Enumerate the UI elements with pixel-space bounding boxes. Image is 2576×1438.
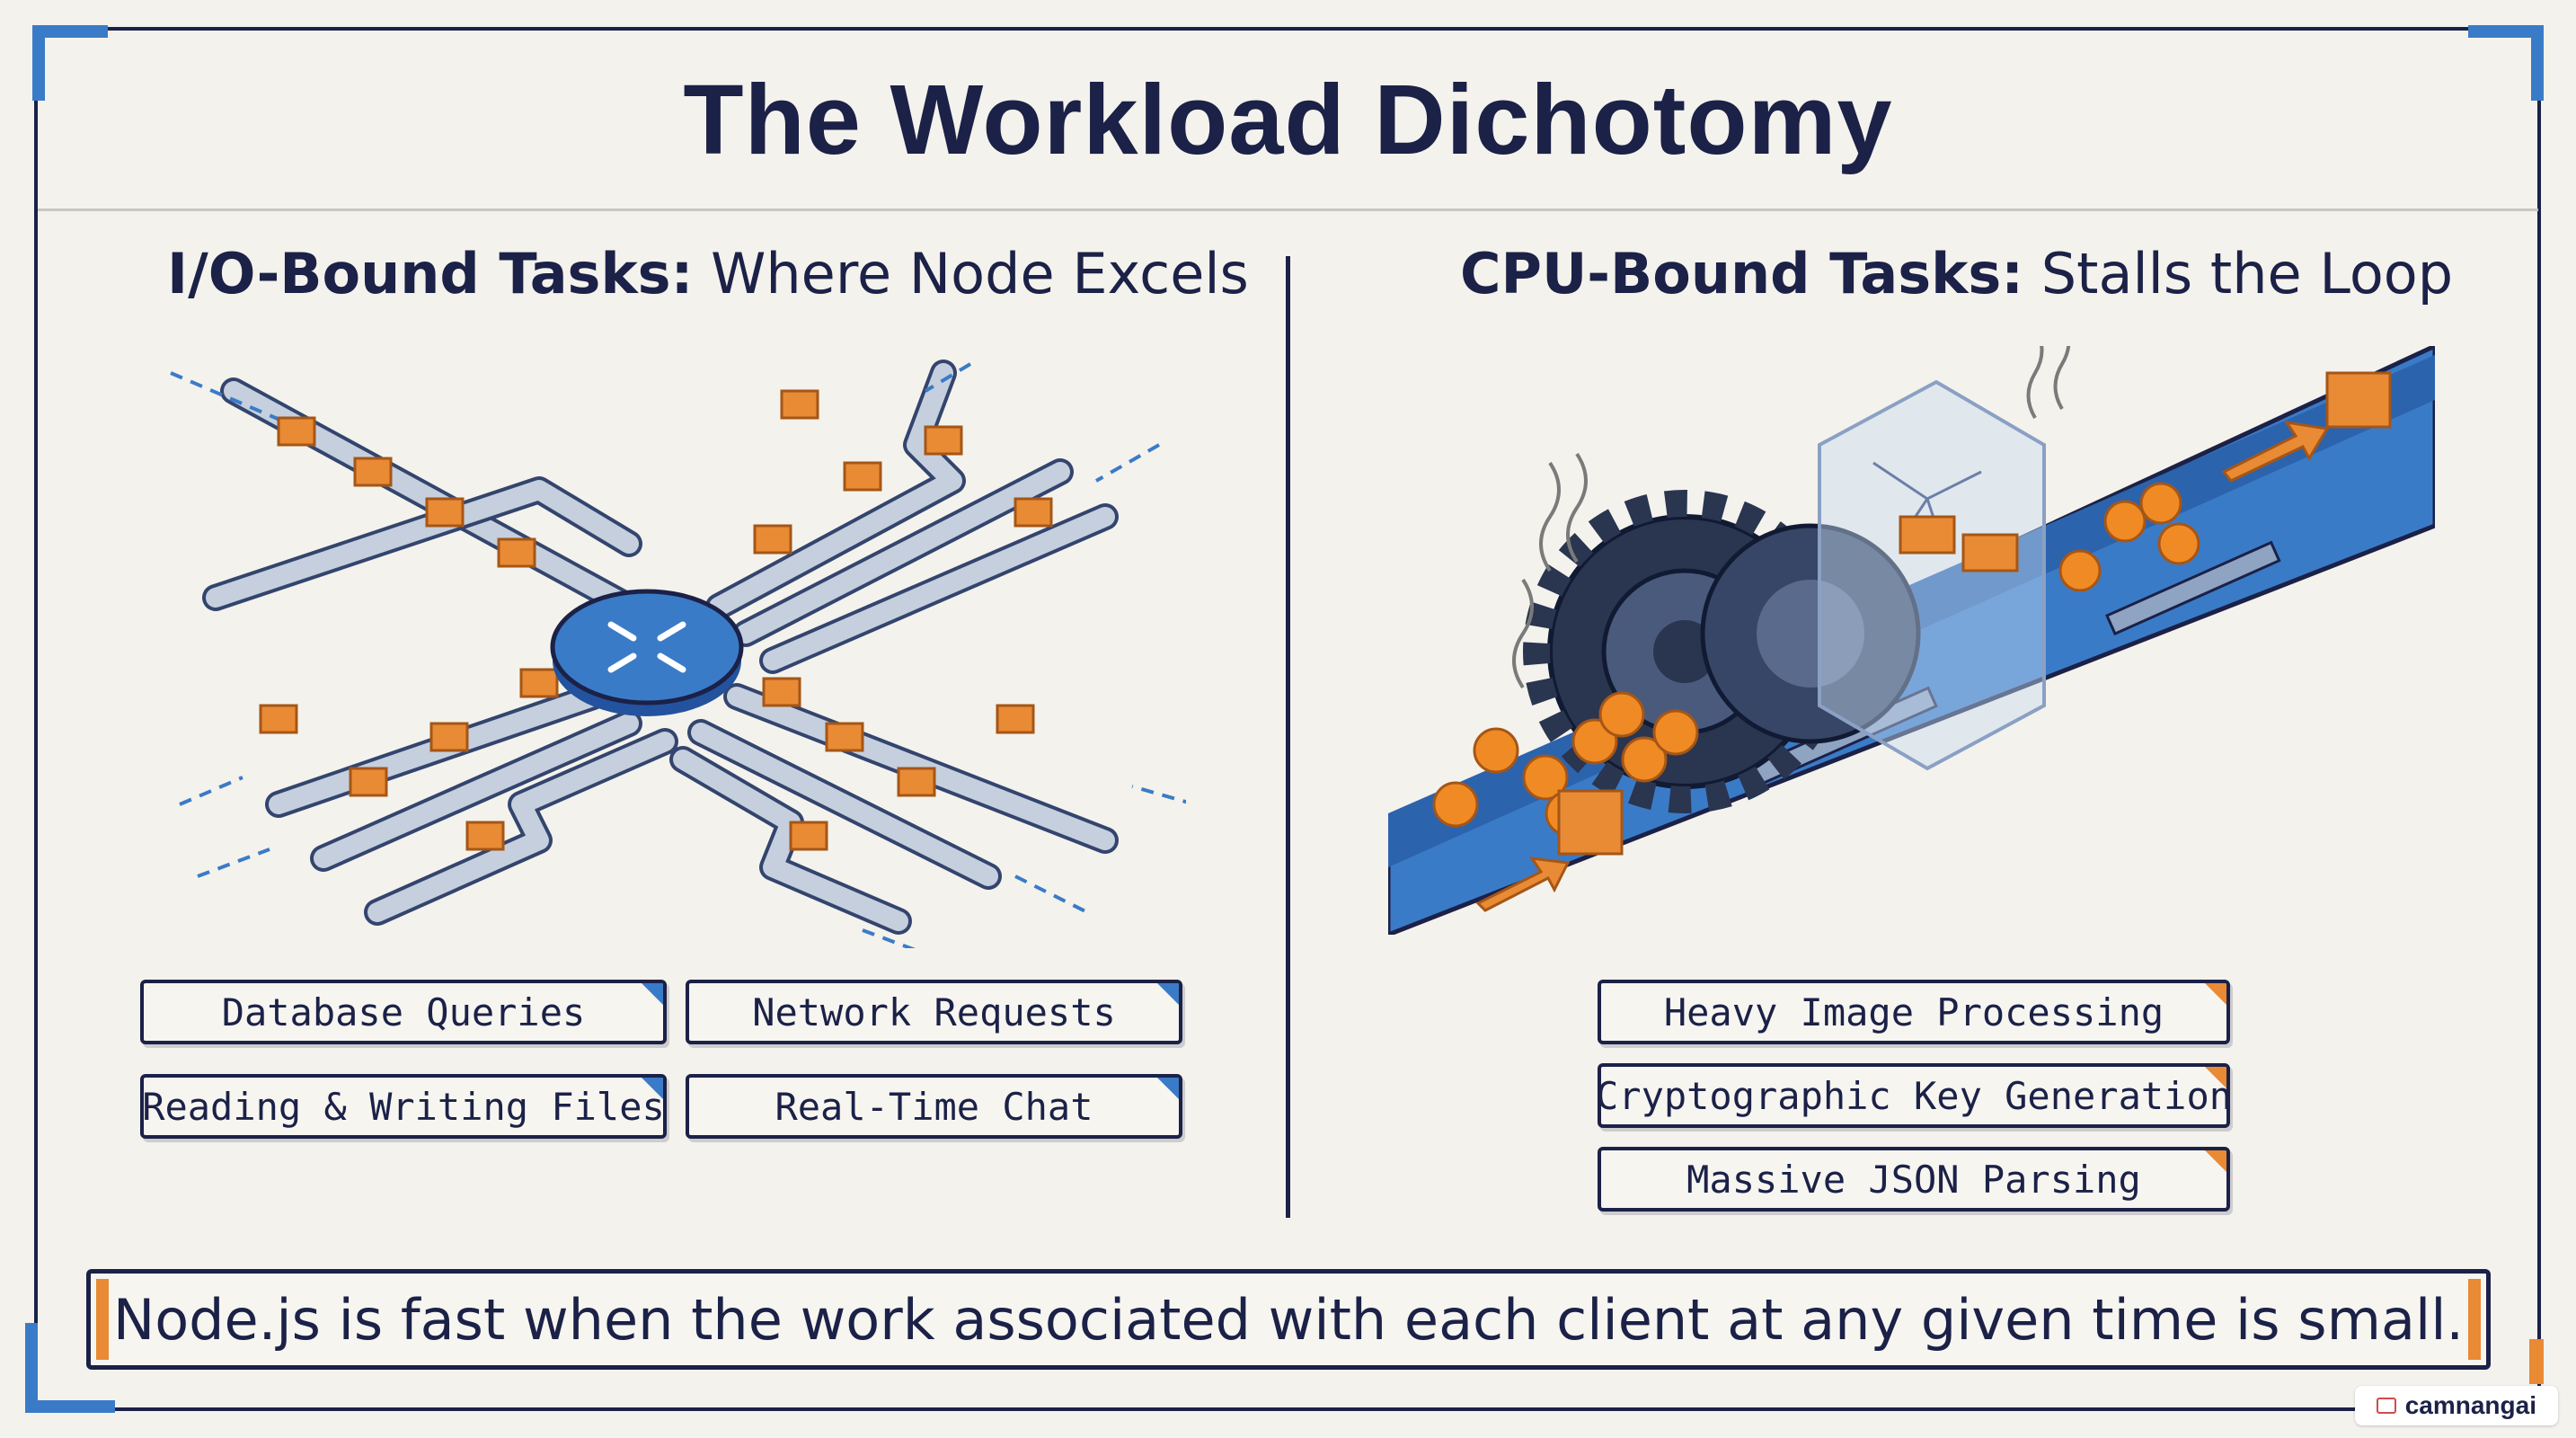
column-divider: [1286, 256, 1290, 1218]
slide-frame: [34, 27, 2541, 1411]
summary-banner: Node.js is fast when the work associated…: [86, 1269, 2491, 1370]
banner-accent-left: [96, 1279, 109, 1360]
title-divider: [38, 209, 2538, 211]
chip-cryptographic-key-generation: Cryptographic Key Generation: [1598, 1063, 2230, 1128]
io-heading-bold: I/O-Bound Tasks:: [167, 241, 694, 306]
chip-network-requests: Network Requests: [686, 980, 1182, 1044]
cpu-gear-jam-illustration: [1388, 346, 2435, 935]
chip-real-time-chat: Real-Time Chat: [686, 1074, 1182, 1139]
io-heading-rest: Where Node Excels: [693, 241, 1249, 306]
watermark-icon: [2376, 1398, 2396, 1414]
chip-heavy-image-processing: Heavy Image Processing: [1598, 980, 2230, 1044]
event-loop-hub-illustration: [170, 360, 1186, 948]
cpu-heading-rest: Stalls the Loop: [2023, 241, 2454, 306]
corner-accent-bottom-right: [2529, 1339, 2544, 1384]
corner-accent-top-right: [2468, 25, 2544, 101]
cpu-heading: CPU-Bound Tasks: Stalls the Loop: [1460, 241, 2453, 306]
cpu-heading-bold: CPU-Bound Tasks:: [1460, 241, 2024, 306]
chip-database-queries: Database Queries: [140, 980, 667, 1044]
corner-accent-bottom-left: [25, 1323, 115, 1413]
summary-text: Node.js is fast when the work associated…: [112, 1286, 2465, 1353]
io-heading: I/O-Bound Tasks: Where Node Excels: [167, 241, 1249, 306]
chip-massive-json-parsing: Massive JSON Parsing: [1598, 1147, 2230, 1212]
watermark-text: camnangai: [2404, 1391, 2536, 1419]
chip-reading-writing-files: Reading & Writing Files: [140, 1074, 667, 1139]
slide-title: The Workload Dichotomy: [683, 65, 1893, 175]
watermark-badge: camnangai: [2354, 1386, 2558, 1425]
corner-accent-top-left: [32, 25, 108, 101]
banner-accent-right: [2468, 1279, 2481, 1360]
